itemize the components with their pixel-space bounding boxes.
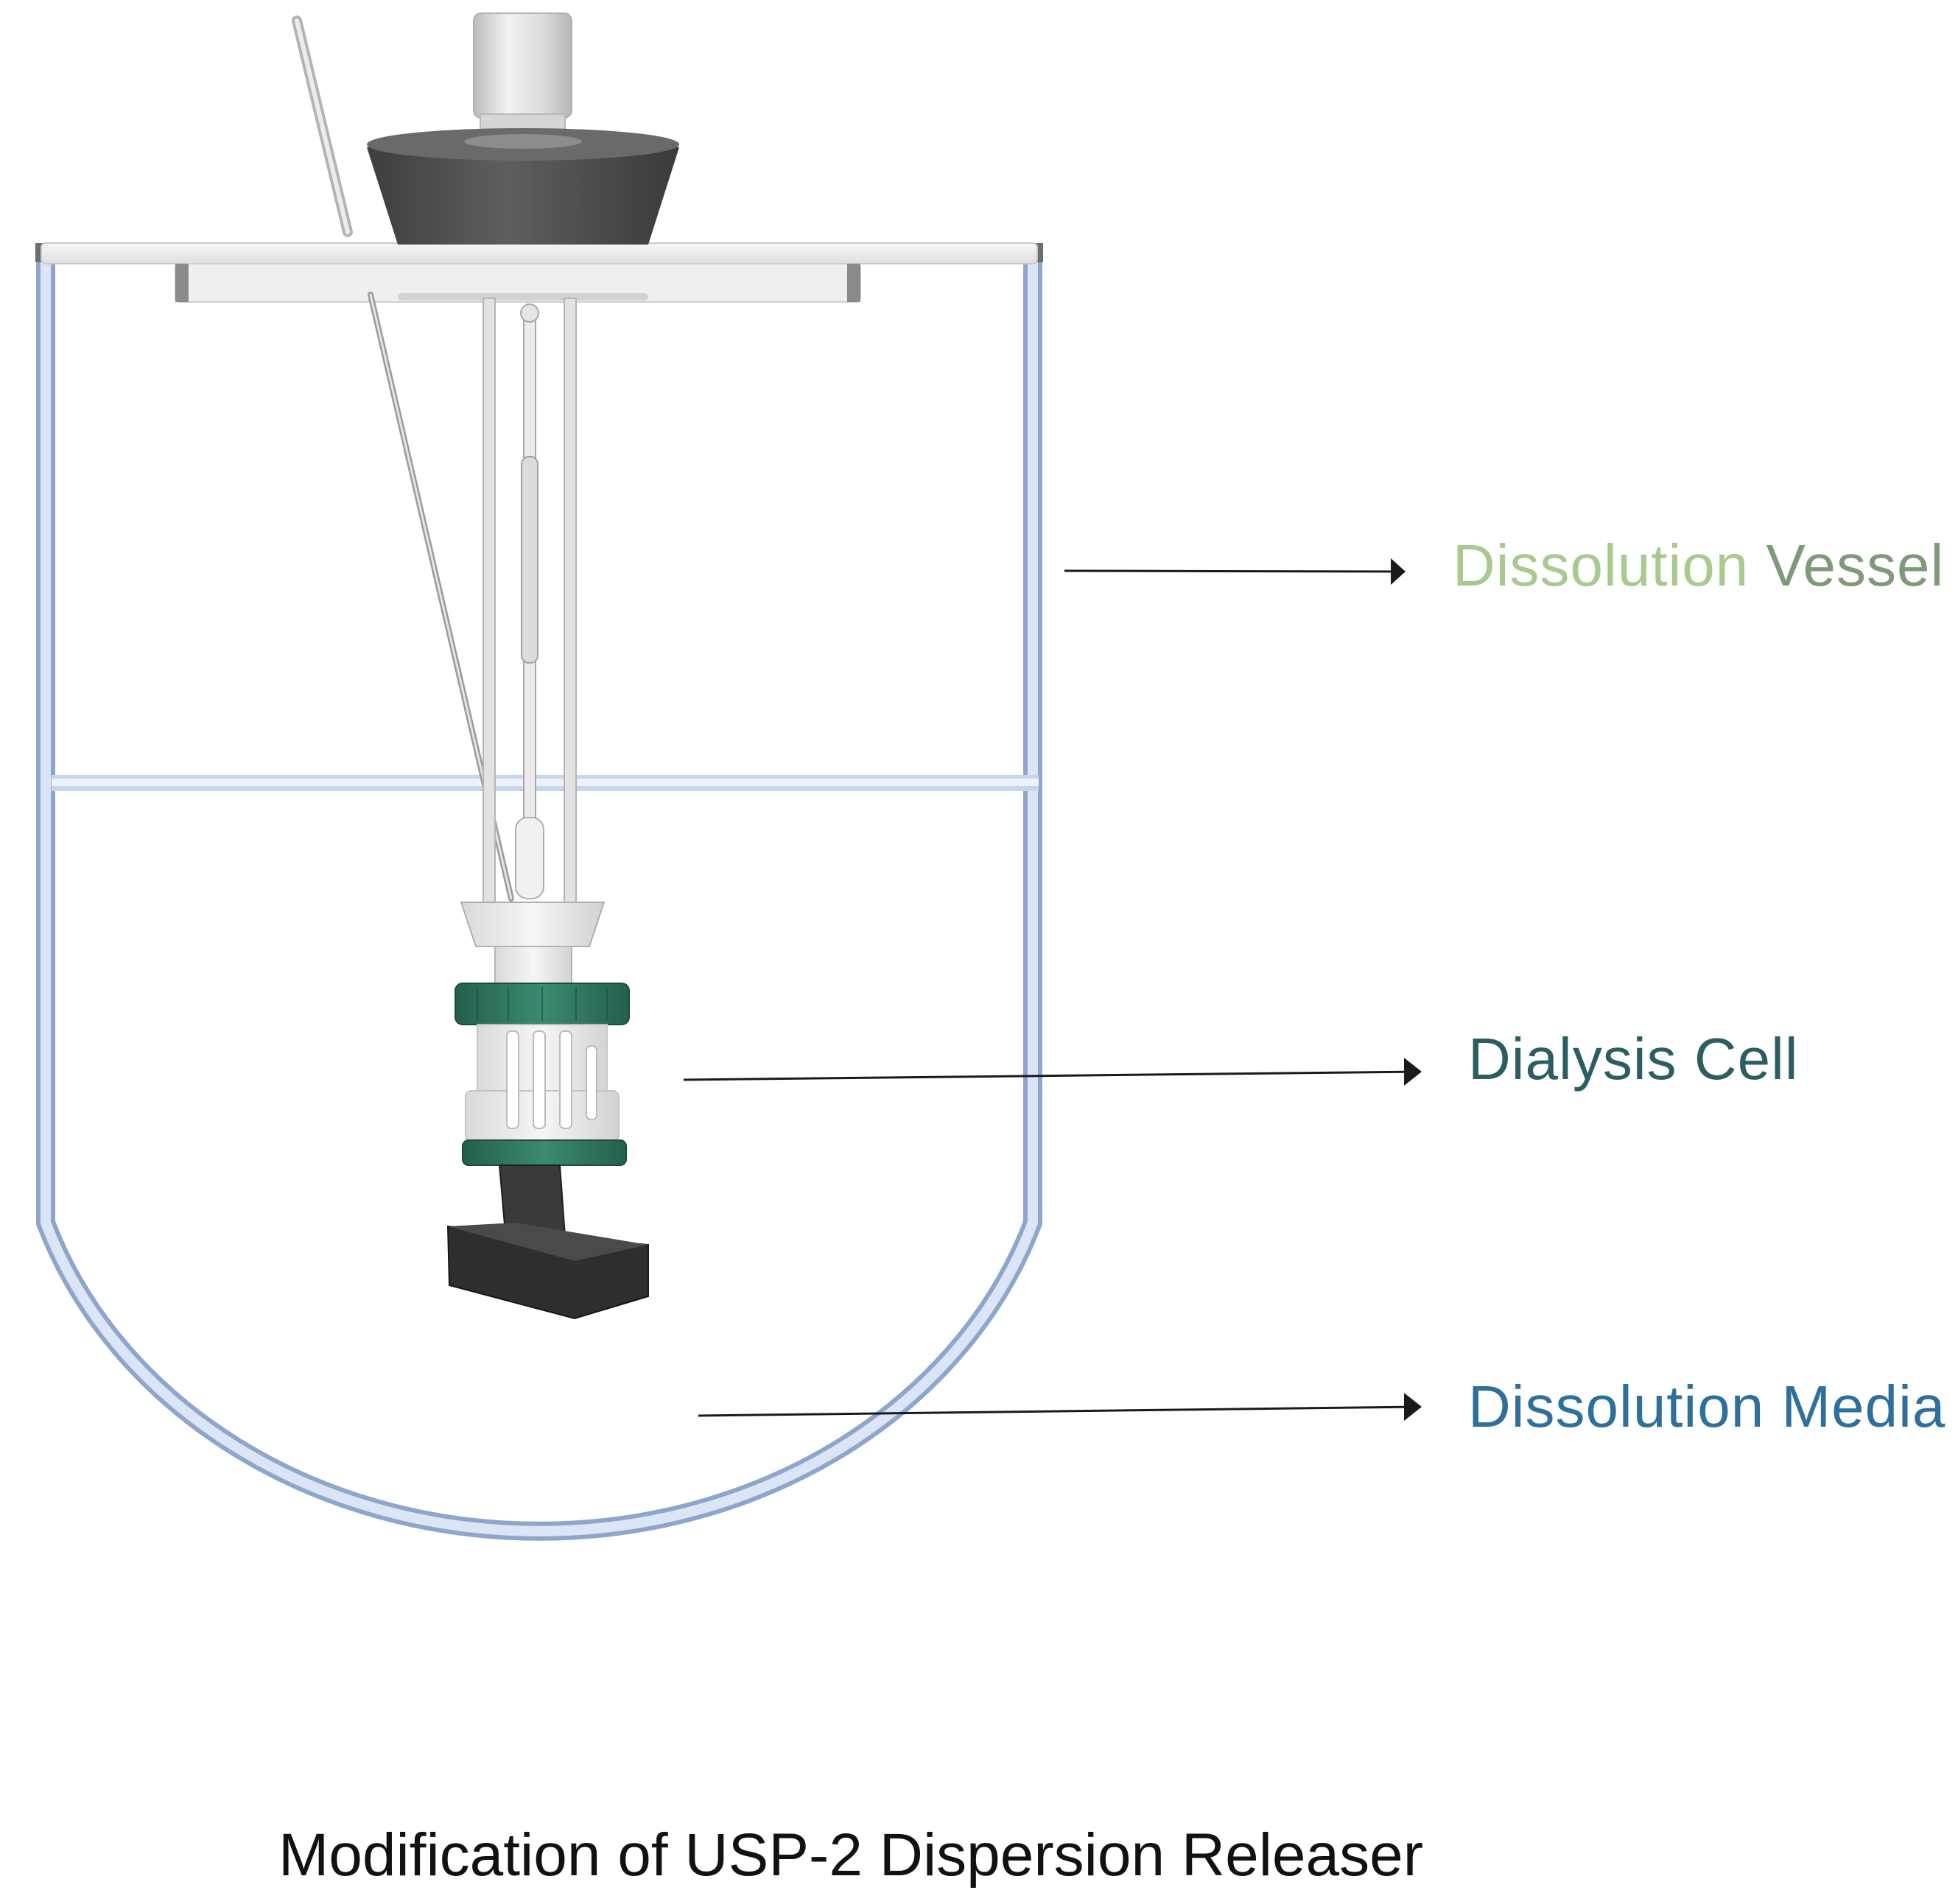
vessel-label-part2: Vessel <box>1766 533 1945 598</box>
media-arrow <box>698 1405 1419 1417</box>
vessel-arrow <box>1064 567 1404 575</box>
dissolution-media-label: Dissolution Media <box>1468 1374 1946 1439</box>
vessel-cover-plate <box>41 242 1038 303</box>
cell-adapter-neck <box>494 946 572 984</box>
stirring-shaft <box>483 298 577 947</box>
stirrer-motor-housing <box>367 13 679 245</box>
media-level-line <box>52 775 1039 791</box>
cell-adapter-cone <box>460 902 606 947</box>
figure-caption: Modification of USP-2 Dispersion Release… <box>278 1822 1424 1889</box>
cell-bottom-cap <box>462 1139 627 1166</box>
dissolution-vessel-label: Dissolution Vessel <box>1453 536 1944 595</box>
dialysis-cell-assembly <box>446 902 649 1320</box>
vessel-wall-inner <box>41 254 1038 1536</box>
vessel-label-part1: Dissolution <box>1453 533 1766 598</box>
dialysis-cell-arrow <box>683 1070 1419 1081</box>
callout-arrows <box>683 558 1422 1421</box>
dialysis-cell-label: Dialysis Cell <box>1468 1026 1799 1092</box>
